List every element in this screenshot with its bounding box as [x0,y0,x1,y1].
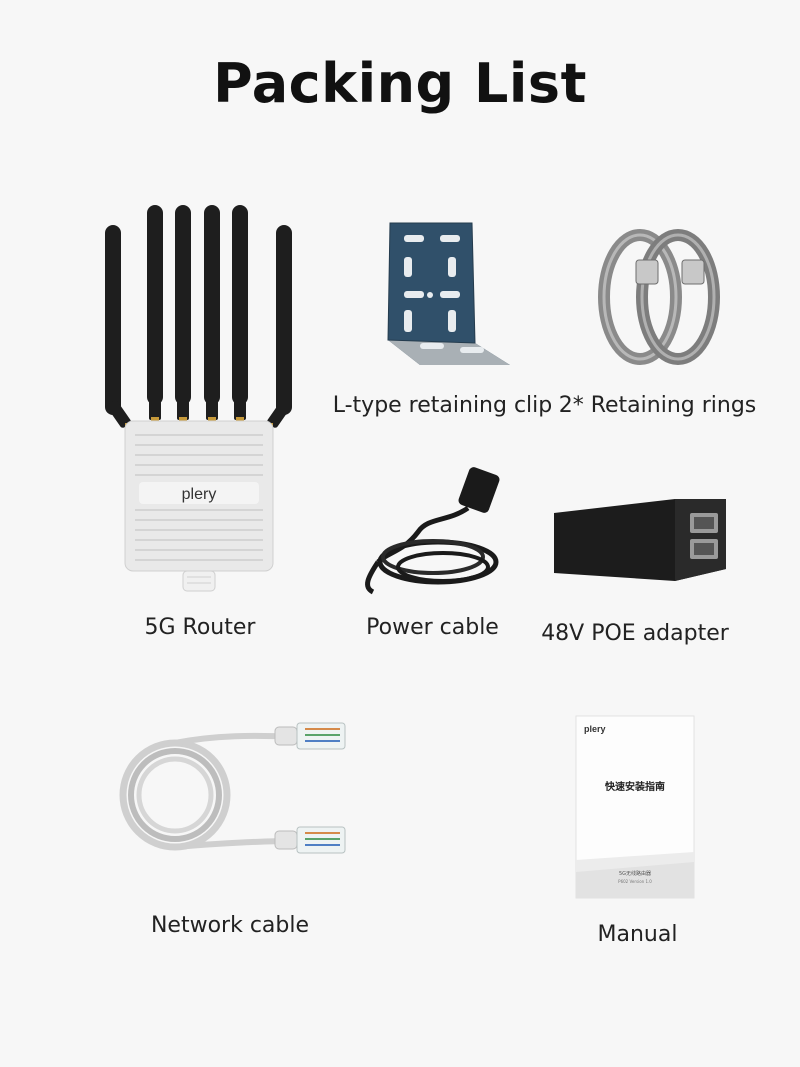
router-brand: plery [182,486,217,503]
poe-adapter-label: 48V POE adapter [541,621,729,646]
manual-cover-title: 快速安装指南 [604,780,665,793]
manual-icon: plery 快速安装指南 5G无线路由器 P602 Version 1.0 [575,715,695,899]
l-bracket-icon [387,222,510,365]
hose-clamp-icon [598,229,720,365]
router-label: 5G Router [144,615,256,640]
l-bracket-label: L-type retaining clip [332,393,553,418]
router-icon: plery [105,205,292,592]
network-cable-icon [119,722,346,854]
poe-adapter-icon [554,499,726,581]
network-cable-label: Network cable [150,913,310,938]
manual-label: Manual [597,922,678,947]
hose-clamp-label: 2* Retaining rings [558,393,757,418]
manual-cover-subtitle: 5G无线路由器 [619,870,651,877]
power-cable-label: Power cable [366,615,499,640]
power-cable-icon [365,467,500,595]
manual-brand: plery [584,724,606,734]
manual-cover-version: P602 Version 1.0 [618,879,652,884]
page-title: Packing List [213,52,587,115]
